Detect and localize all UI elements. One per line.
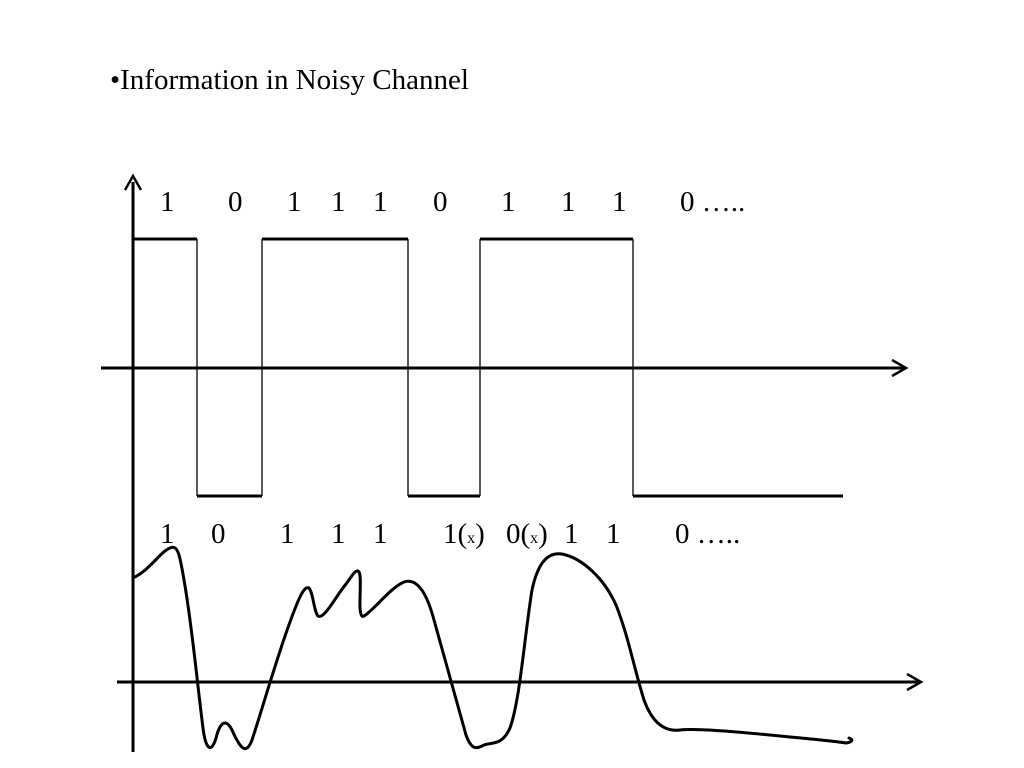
y-axis-arrowhead [123, 173, 143, 191]
sent-bit: 0 [433, 186, 448, 218]
received-bit: 1 [373, 518, 388, 550]
slide-title: •Information in Noisy Channel [110, 64, 469, 96]
sent-bit: 1 [612, 186, 627, 218]
received-bit: 1 [160, 518, 175, 550]
error-mark: x [530, 530, 539, 547]
received-bit-error: 1(x) [443, 518, 485, 555]
received-bit-close: ) [538, 518, 548, 550]
received-bit-error: 0(x) [506, 518, 548, 555]
sent-bit: 0 ….. [680, 186, 746, 218]
error-mark: x [467, 530, 476, 547]
x-axis-upper-arrowhead [891, 358, 909, 378]
sent-bit: 1 [331, 186, 346, 218]
received-bit: 1 [331, 518, 346, 550]
sent-bit: 1 [373, 186, 388, 218]
received-bit: 1 [280, 518, 295, 550]
received-bit: 0 [211, 518, 226, 550]
square-wave [133, 237, 843, 498]
sent-bit: 0 [228, 186, 243, 218]
received-bit-text: 1( [443, 518, 468, 550]
received-bit: 1 [606, 518, 621, 550]
received-bit: 0 ….. [675, 518, 741, 550]
received-bit-close: ) [475, 518, 485, 550]
noisy-waveform [131, 545, 854, 751]
sent-bit: 1 [561, 186, 576, 218]
received-bit-text: 0( [506, 518, 531, 550]
sent-bit: 1 [160, 186, 175, 218]
received-bit: 1 [564, 518, 579, 550]
x-axis-lower-arrowhead [906, 672, 924, 692]
sent-bit: 1 [287, 186, 302, 218]
sent-bit: 1 [501, 186, 516, 218]
